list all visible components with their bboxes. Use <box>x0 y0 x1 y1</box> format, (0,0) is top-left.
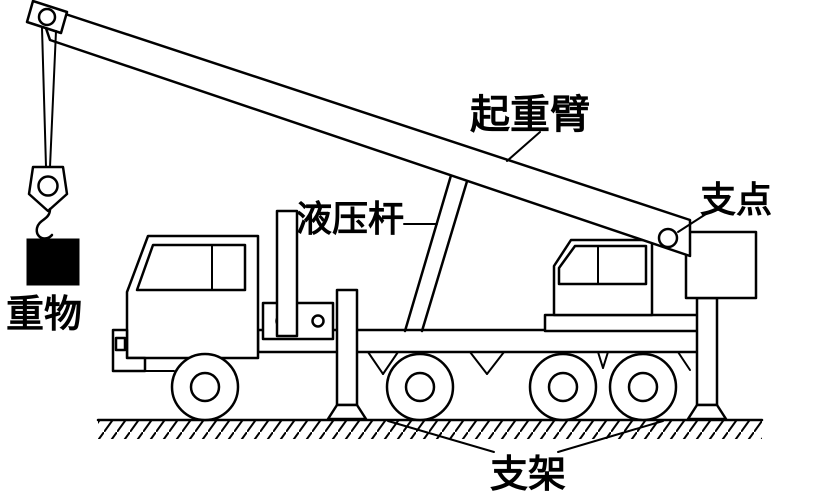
leader-support-left <box>387 420 495 453</box>
hook <box>35 207 54 240</box>
outrigger-right <box>686 296 728 421</box>
wheel-rear-1-hub <box>547 371 579 403</box>
outrigger-right-post <box>695 296 719 407</box>
leader-support-right <box>557 420 664 453</box>
hook-block-sheave <box>37 175 59 197</box>
bracket-bolt-right <box>311 314 325 328</box>
hydraulic-rod <box>403 170 470 333</box>
label-weight: 重物 <box>6 292 82 336</box>
ground-hatching <box>98 421 762 439</box>
wheel-middle-hub <box>404 371 436 403</box>
operator-cab-window <box>557 244 648 286</box>
label-support: 支架 <box>490 452 566 496</box>
operator-cab <box>552 238 654 317</box>
ground <box>96 418 764 439</box>
boom-pivot-circle <box>657 227 679 249</box>
wheel-front-hub <box>189 371 221 403</box>
load-weight <box>26 238 80 286</box>
labels: 起重臂 支点 液压杆 重物 支架 <box>6 92 772 496</box>
outrigger-right-foot <box>686 403 728 421</box>
deck-platform <box>543 313 707 333</box>
mast-post <box>275 209 299 338</box>
leader-pivot <box>677 213 707 233</box>
label-pivot: 支点 <box>700 180 772 221</box>
outrigger-left-post <box>335 288 359 407</box>
label-boom: 起重臂 <box>470 92 590 138</box>
label-hydraulic-rod: 液压杆 <box>296 199 404 240</box>
wheels <box>170 352 678 422</box>
cab-window <box>135 243 247 292</box>
outrigger-left-foot <box>326 403 368 421</box>
counterweight-box <box>684 230 758 300</box>
leader-boom <box>506 131 541 162</box>
leader-lines <box>387 131 707 453</box>
hoist-cable-right <box>49 30 57 168</box>
suspension-braces <box>367 351 691 375</box>
crane-boom <box>25 0 692 258</box>
hoist-cable-left <box>41 27 47 168</box>
headlight <box>114 336 127 352</box>
truck-chassis <box>256 313 707 375</box>
boom-tip-pulley <box>37 7 57 27</box>
outrigger-left <box>326 288 368 421</box>
hoist <box>26 27 80 286</box>
driver-cab <box>111 234 260 373</box>
wheel-rear-2-hub <box>627 371 659 403</box>
